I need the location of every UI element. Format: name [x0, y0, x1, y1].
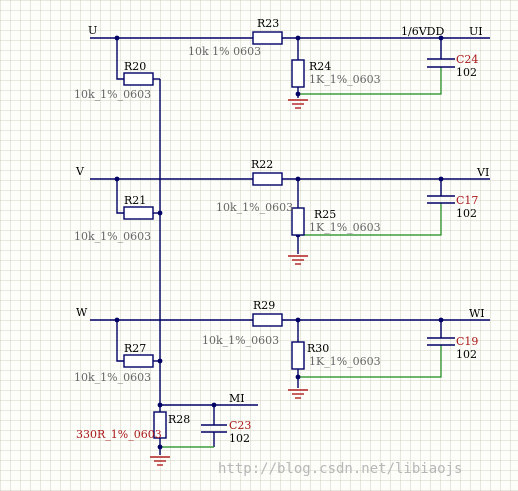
net-labels: U V W UI VI WI MI 1/6VDD [75, 24, 489, 405]
junction-dot [114, 317, 120, 323]
resistor-r25[interactable] [291, 207, 305, 236]
junction-dot [295, 176, 301, 182]
r27-feed-wire [116, 320, 124, 362]
junctions [114, 35, 444, 450]
wire-network [90, 37, 490, 455]
c23-designator: C23 [229, 419, 251, 432]
net-label-ui: UI [469, 25, 483, 38]
junction-dot [295, 35, 301, 41]
r27-value: 10k_1%_0603 [74, 371, 151, 384]
junction-dot [114, 176, 120, 182]
r27-designator: R27 [124, 342, 146, 355]
capacitors [201, 58, 455, 433]
ground-symbol [288, 255, 308, 265]
r25-value: 1K_1%_0603 [309, 221, 381, 234]
r29-designator: R29 [253, 299, 275, 312]
junction-dot [211, 402, 217, 408]
r21-feed-wire [116, 179, 124, 214]
r21-designator: R21 [124, 194, 146, 207]
grounds [150, 99, 308, 466]
resistor-r20[interactable] [123, 72, 154, 86]
junction-dot [438, 35, 444, 41]
net-label-v: V [75, 165, 85, 178]
c17-designator: C17 [456, 194, 478, 207]
junction-dot [157, 358, 163, 364]
component-values: 10k_1%_0603 10k_1%_0603 10k_1%_0603 10k … [74, 45, 477, 445]
junction-dot [438, 317, 444, 323]
r22-value: 10k_1%_0603 [216, 201, 293, 214]
resistor-r28[interactable] [153, 411, 167, 439]
r20-feed-wire [116, 38, 124, 80]
ground-symbol [288, 99, 308, 109]
r30-designator: R30 [307, 342, 329, 355]
r20-designator: R20 [124, 60, 146, 73]
capacitor-c23[interactable] [201, 424, 227, 433]
c24-value: 102 [456, 66, 477, 79]
junction-dot [295, 374, 301, 380]
junction-dot [157, 444, 163, 450]
resistor-r27[interactable] [123, 354, 154, 368]
r29-value: 10k_1%_0603 [202, 334, 279, 347]
c17-ground-wire [298, 203, 442, 236]
junction-dot [157, 210, 163, 216]
r21-value: 10k_1%_0603 [74, 230, 151, 243]
designators: R20 R21 R27 R23 R22 R29 R24 R25 R30 R28 … [124, 17, 478, 432]
r22-designator: R22 [251, 158, 273, 171]
net-label-w: W [76, 306, 88, 319]
resistor-r23[interactable] [252, 31, 283, 45]
ground-symbol [288, 389, 308, 399]
r28-value: 330R_1%_0603 [76, 428, 162, 441]
junction-dot [157, 402, 163, 408]
resistor-r21[interactable] [123, 206, 154, 220]
c17-value: 102 [456, 207, 477, 220]
r30-value: 1K_1%_0603 [309, 355, 381, 368]
junction-dot [295, 91, 301, 97]
resistor-r22[interactable] [252, 172, 283, 186]
c23-value: 102 [229, 432, 250, 445]
net-label-vdd: 1/6VDD [401, 25, 444, 38]
c19-ground-wire [298, 345, 442, 378]
r24-value: 1K_1%_0603 [309, 73, 381, 86]
r23-designator: R23 [257, 17, 279, 30]
capacitor-c24[interactable] [427, 58, 455, 68]
net-label-wi: WI [469, 307, 485, 320]
c24-ground-wire [298, 67, 442, 95]
r25-designator: R25 [314, 208, 336, 221]
capacitor-c17[interactable] [427, 195, 455, 204]
junction-dot [114, 35, 120, 41]
r24-designator: R24 [309, 60, 331, 73]
resistor-r24[interactable] [291, 59, 305, 88]
net-label-vi: VI [476, 166, 489, 179]
c24-designator: C24 [456, 53, 478, 66]
junction-dot [295, 317, 301, 323]
c19-designator: C19 [456, 335, 478, 348]
junction-dot [438, 176, 444, 182]
ground-symbol [150, 456, 170, 466]
c19-value: 102 [456, 348, 477, 361]
net-label-u: U [88, 24, 97, 37]
r23-value: 10k 1% 0603 [188, 45, 261, 58]
capacitor-c19[interactable] [427, 337, 455, 346]
resistor-r30[interactable] [291, 341, 305, 370]
net-label-mi: MI [229, 392, 245, 405]
r20-value: 10k_1%_0603 [74, 88, 151, 101]
r28-designator: R28 [168, 413, 190, 426]
resistor-r29[interactable] [252, 313, 283, 327]
watermark-text: http://blog.csdn.net/libiaojs [218, 461, 462, 477]
resistors [123, 31, 305, 439]
